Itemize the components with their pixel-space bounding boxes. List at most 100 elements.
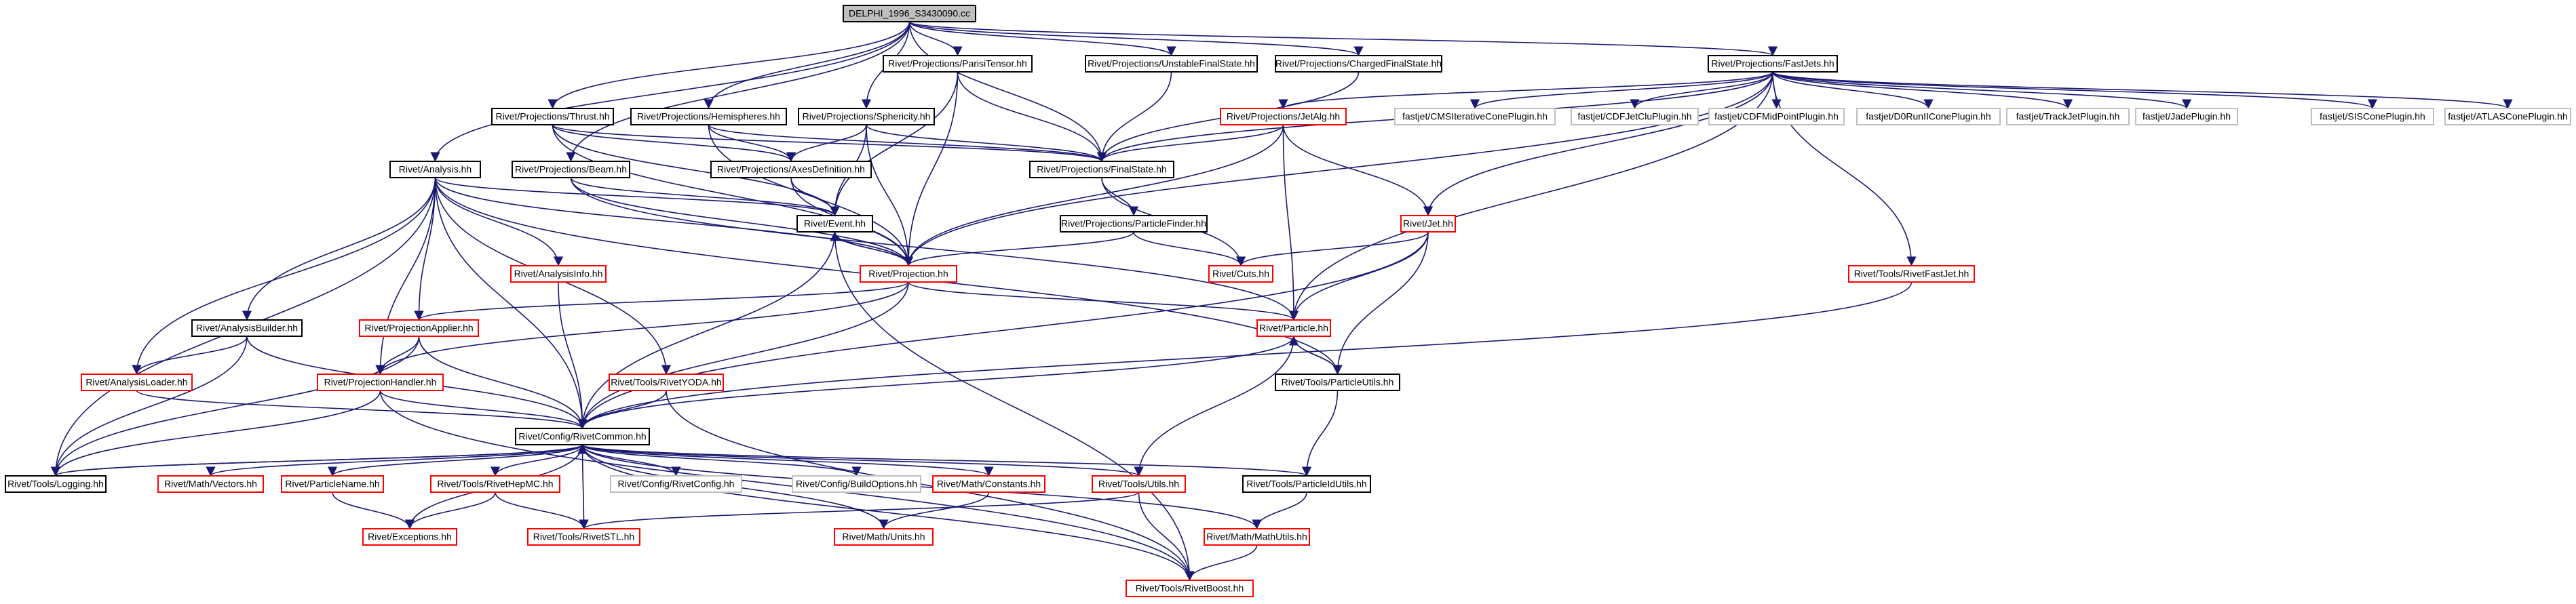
node-cuts[interactable]: Rivet/Cuts.hh <box>1208 265 1273 283</box>
node-box <box>630 108 787 125</box>
node-jet[interactable]: Rivet/Jet.hh <box>1400 215 1456 233</box>
node-axesdef[interactable]: Rivet/Projections/AxesDefinition.hh <box>710 161 872 178</box>
node-rivetconfig: Rivet/Config/RivetConfig.hh <box>610 475 742 493</box>
edge-anainfo-to-common <box>558 281 588 429</box>
node-hepmc[interactable]: Rivet/Tools/RivetHepMC.hh <box>430 475 560 493</box>
node-projhandler[interactable]: Rivet/ProjectionHandler.hh <box>317 374 444 391</box>
node-unstable[interactable]: Rivet/Projections/UnstableFinalState.hh <box>1085 55 1258 73</box>
edge-projection-to-particle <box>908 281 1299 321</box>
node-d0run: fastjet/D0RunIIConePlugin.hh <box>1856 108 2001 125</box>
node-particle[interactable]: Rivet/Particle.hh <box>1256 319 1331 337</box>
edge-parisi-to-projection <box>903 71 959 266</box>
node-box <box>1029 161 1174 178</box>
node-label: Rivet/Config/RivetCommon.hh <box>518 431 646 442</box>
edge-jet-to-particle <box>1288 231 1429 321</box>
node-rivetboost[interactable]: Rivet/Tools/RivetBoost.hh <box>1126 580 1254 597</box>
node-partfinder[interactable]: Rivet/Projections/ParticleFinder.hh <box>1060 215 1208 233</box>
edge-common-to-partidutils <box>581 444 1311 477</box>
node-parisi[interactable]: Rivet/Projections/ParisiTensor.hh <box>883 55 1033 73</box>
node-box <box>1708 55 1838 73</box>
edge-fastjets-to-cmsit <box>1470 71 1773 109</box>
edge-common-to-utils <box>581 444 1144 477</box>
node-label: Rivet/Projections/Beam.hh <box>515 164 627 175</box>
node-box <box>5 475 107 493</box>
edge-layer <box>50 21 2513 581</box>
node-units[interactable]: Rivet/Math/Units.hh <box>834 528 934 546</box>
node-spher[interactable]: Rivet/Projections/Sphericity.hh <box>798 108 935 125</box>
node-constants[interactable]: Rivet/Math/Constants.hh <box>932 475 1045 493</box>
node-box <box>1242 475 1371 493</box>
edge-root-to-hemis <box>704 21 910 109</box>
node-finalstate[interactable]: Rivet/Projections/FinalState.hh <box>1029 161 1174 178</box>
edge-jetalg-to-projection <box>903 124 1284 266</box>
node-label: Rivet/Projections/Thrust.hh <box>495 111 609 122</box>
node-box <box>1085 55 1258 73</box>
node-label: Rivet/Projections/Sphericity.hh <box>803 111 931 122</box>
node-root[interactable]: DELPHI_1996_S3430090.cc <box>843 5 976 22</box>
node-label: Rivet/AnalysisInfo.hh <box>514 268 603 279</box>
node-box <box>527 528 640 546</box>
node-partutils[interactable]: Rivet/Tools/ParticleUtils.hh <box>1275 374 1400 391</box>
edge-common-to-rivetboost <box>581 444 1195 581</box>
edge-partname-to-exceptions <box>332 491 415 529</box>
node-anainfo[interactable]: Rivet/AnalysisInfo.hh <box>510 265 607 283</box>
edge-projection-to-projapplier <box>414 281 909 321</box>
node-analysis[interactable]: Rivet/Analysis.hh <box>389 161 481 178</box>
node-projection[interactable]: Rivet/Projection.hh <box>860 265 957 283</box>
node-projapplier[interactable]: Rivet/ProjectionApplier.hh <box>359 319 479 337</box>
node-label: Rivet/Cuts.hh <box>1212 268 1269 279</box>
edge-anabuilder-to-analoader <box>132 336 248 375</box>
node-common[interactable]: Rivet/Config/RivetCommon.hh <box>515 428 650 445</box>
edge-beam-to-event <box>570 177 840 216</box>
edge-fastjets-to-trackjet <box>1772 71 2073 109</box>
node-box <box>1256 319 1331 337</box>
edge-mathutils-to-rivetboost <box>1185 544 1258 581</box>
node-logging[interactable]: Rivet/Tools/Logging.hh <box>5 475 107 493</box>
node-box <box>834 528 934 546</box>
node-charged[interactable]: Rivet/Projections/ChargedFinalState.hh <box>1275 55 1442 73</box>
edge-beam-to-particle <box>570 177 1299 321</box>
edge-event-to-rivetboost <box>834 231 1195 581</box>
edge-fastjets-to-cdfjetclu <box>1630 71 1773 109</box>
node-label: Rivet/Config/RivetConfig.hh <box>618 479 735 489</box>
edge-common-to-buildopts <box>581 444 862 477</box>
node-rivetyoda[interactable]: Rivet/Tools/RivetYODA.hh <box>609 374 724 391</box>
node-partidutils[interactable]: Rivet/Tools/ParticleIdUtils.hh <box>1242 475 1371 493</box>
node-box <box>359 319 479 337</box>
edge-beam-to-projection <box>570 177 914 266</box>
node-partname[interactable]: Rivet/ParticleName.hh <box>281 475 384 493</box>
node-beam[interactable]: Rivet/Projections/Beam.hh <box>512 161 630 178</box>
node-label: Rivet/Projections/ParticleFinder.hh <box>1061 218 1206 229</box>
node-thrust[interactable]: Rivet/Projections/Thrust.hh <box>491 108 614 125</box>
node-event[interactable]: Rivet/Event.hh <box>796 215 873 233</box>
edge-spher-to-axesdef <box>786 124 867 162</box>
edge-jetalg-to-finalstate <box>1096 124 1284 162</box>
edge-partidutils-to-mathutils <box>1252 491 1307 529</box>
node-label: Rivet/AnalysisBuilder.hh <box>196 323 298 334</box>
node-box <box>860 265 957 283</box>
node-label: Rivet/Tools/ParticleIdUtils.hh <box>1246 479 1366 489</box>
edge-common-to-partname <box>328 444 583 477</box>
node-jetalg[interactable]: Rivet/Projections/JetAlg.hh <box>1220 108 1347 125</box>
node-rivetstl[interactable]: Rivet/Tools/RivetSTL.hh <box>527 528 640 546</box>
node-box <box>1208 265 1273 283</box>
node-buildopts: Rivet/Config/BuildOptions.hh <box>792 475 921 493</box>
node-box <box>1126 580 1254 597</box>
node-box <box>157 475 264 493</box>
node-label: fastjet/CMSIterativeConePlugin.hh <box>1402 111 1547 122</box>
edge-projapplier-to-common <box>418 336 588 429</box>
node-vectors[interactable]: Rivet/Math/Vectors.hh <box>157 475 264 493</box>
node-box <box>1708 108 1845 125</box>
node-hemis[interactable]: Rivet/Projections/Hemispheres.hh <box>630 108 787 125</box>
node-exceptions[interactable]: Rivet/Exceptions.hh <box>362 528 457 546</box>
node-fastjets[interactable]: Rivet/Projections/FastJets.hh <box>1708 55 1838 73</box>
edge-fastjets-to-siscone <box>1772 71 2377 109</box>
node-utils[interactable]: Rivet/Tools/Utils.hh <box>1092 475 1186 493</box>
node-analoader[interactable]: Rivet/AnalysisLoader.hh <box>81 374 193 391</box>
node-anabuilder[interactable]: Rivet/AnalysisBuilder.hh <box>191 319 303 337</box>
edge-hepmc-to-rivetstl <box>495 491 589 529</box>
node-mathutils[interactable]: Rivet/Math/MathUtils.hh <box>1204 528 1310 546</box>
edge-root-to-finalstate <box>908 21 1107 162</box>
edge-fastjets-to-d0run <box>1772 71 1934 109</box>
node-fastjetrivet[interactable]: Rivet/Tools/RivetFastJet.hh <box>1848 265 1975 283</box>
